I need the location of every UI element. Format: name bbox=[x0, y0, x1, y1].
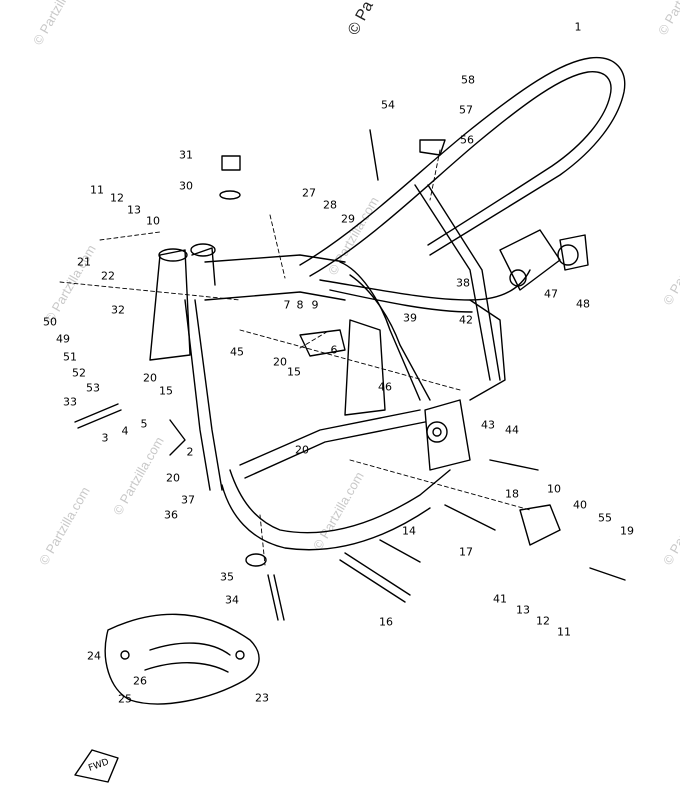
callout-53: 53 bbox=[86, 381, 100, 395]
callout-20-d: 20 bbox=[295, 443, 309, 457]
callout-34: 34 bbox=[225, 593, 239, 607]
callout-22: 22 bbox=[101, 269, 115, 283]
callout-12-upper: 12 bbox=[110, 191, 124, 205]
callout-56: 56 bbox=[460, 133, 474, 147]
callout-2: 2 bbox=[186, 445, 194, 459]
callout-58: 58 bbox=[461, 73, 475, 87]
callout-20-a: 20 bbox=[143, 371, 157, 385]
callout-36: 36 bbox=[164, 508, 178, 522]
rear-subframe bbox=[344, 229, 579, 471]
long-bolts bbox=[74, 129, 626, 603]
skid-plate bbox=[104, 613, 260, 705]
callout-3: 3 bbox=[101, 431, 109, 445]
callout-15-b: 15 bbox=[287, 365, 301, 379]
callout-46: 46 bbox=[378, 380, 392, 394]
fwd-arrow-shape bbox=[74, 749, 119, 783]
callout-32: 32 bbox=[111, 303, 125, 317]
callout-42: 42 bbox=[459, 313, 473, 327]
callout-33: 33 bbox=[63, 395, 77, 409]
callout-51: 51 bbox=[63, 350, 77, 364]
callout-30: 30 bbox=[179, 179, 193, 193]
callout-13-upper: 13 bbox=[127, 203, 141, 217]
callout-14: 14 bbox=[402, 524, 416, 538]
callout-18: 18 bbox=[505, 487, 519, 501]
callout-41: 41 bbox=[493, 592, 507, 606]
callout-6: 6 bbox=[330, 343, 338, 357]
callout-13-lower: 13 bbox=[516, 603, 530, 617]
callout-27: 27 bbox=[302, 186, 316, 200]
callout-7: 7 bbox=[283, 298, 291, 312]
callout-55: 55 bbox=[598, 511, 612, 525]
callout-12-lower: 12 bbox=[536, 614, 550, 628]
callout-54: 54 bbox=[381, 98, 395, 112]
callout-40: 40 bbox=[573, 498, 587, 512]
callout-20-b: 20 bbox=[166, 471, 180, 485]
callout-24: 24 bbox=[87, 649, 101, 663]
callout-39: 39 bbox=[403, 311, 417, 325]
callout-50: 50 bbox=[43, 315, 57, 329]
callout-19: 19 bbox=[620, 524, 634, 538]
callout-52: 52 bbox=[72, 366, 86, 380]
callout-25: 25 bbox=[118, 692, 132, 706]
callout-11-lower: 11 bbox=[557, 625, 571, 639]
leader-lines bbox=[59, 149, 531, 566]
small-parts bbox=[169, 139, 589, 621]
callout-48: 48 bbox=[576, 297, 590, 311]
callout-49: 49 bbox=[56, 332, 70, 346]
lower-cradle bbox=[221, 409, 451, 551]
callout-17: 17 bbox=[459, 545, 473, 559]
callout-10-lower: 10 bbox=[547, 482, 561, 496]
callout-5: 5 bbox=[140, 417, 148, 431]
callout-45: 45 bbox=[230, 345, 244, 359]
callout-37: 37 bbox=[181, 493, 195, 507]
callout-31: 31 bbox=[179, 148, 193, 162]
callout-26: 26 bbox=[133, 674, 147, 688]
callout-8: 8 bbox=[296, 298, 304, 312]
callout-1: 1 bbox=[574, 20, 582, 34]
callout-4: 4 bbox=[121, 424, 129, 438]
callout-35: 35 bbox=[220, 570, 234, 584]
callout-57: 57 bbox=[459, 103, 473, 117]
callout-10-upper: 10 bbox=[146, 214, 160, 228]
callout-21: 21 bbox=[77, 255, 91, 269]
callout-28: 28 bbox=[323, 198, 337, 212]
callout-20-c: 20 bbox=[273, 355, 287, 369]
callout-16: 16 bbox=[379, 615, 393, 629]
callout-38: 38 bbox=[456, 276, 470, 290]
steering-head bbox=[149, 243, 223, 491]
backbone-tube bbox=[204, 254, 431, 401]
callout-15-a: 15 bbox=[159, 384, 173, 398]
callout-44: 44 bbox=[505, 423, 519, 437]
callout-23: 23 bbox=[255, 691, 269, 705]
callout-47: 47 bbox=[544, 287, 558, 301]
callout-29: 29 bbox=[341, 212, 355, 226]
callout-9: 9 bbox=[311, 298, 319, 312]
callout-11-upper: 11 bbox=[90, 183, 104, 197]
callout-43: 43 bbox=[481, 418, 495, 432]
